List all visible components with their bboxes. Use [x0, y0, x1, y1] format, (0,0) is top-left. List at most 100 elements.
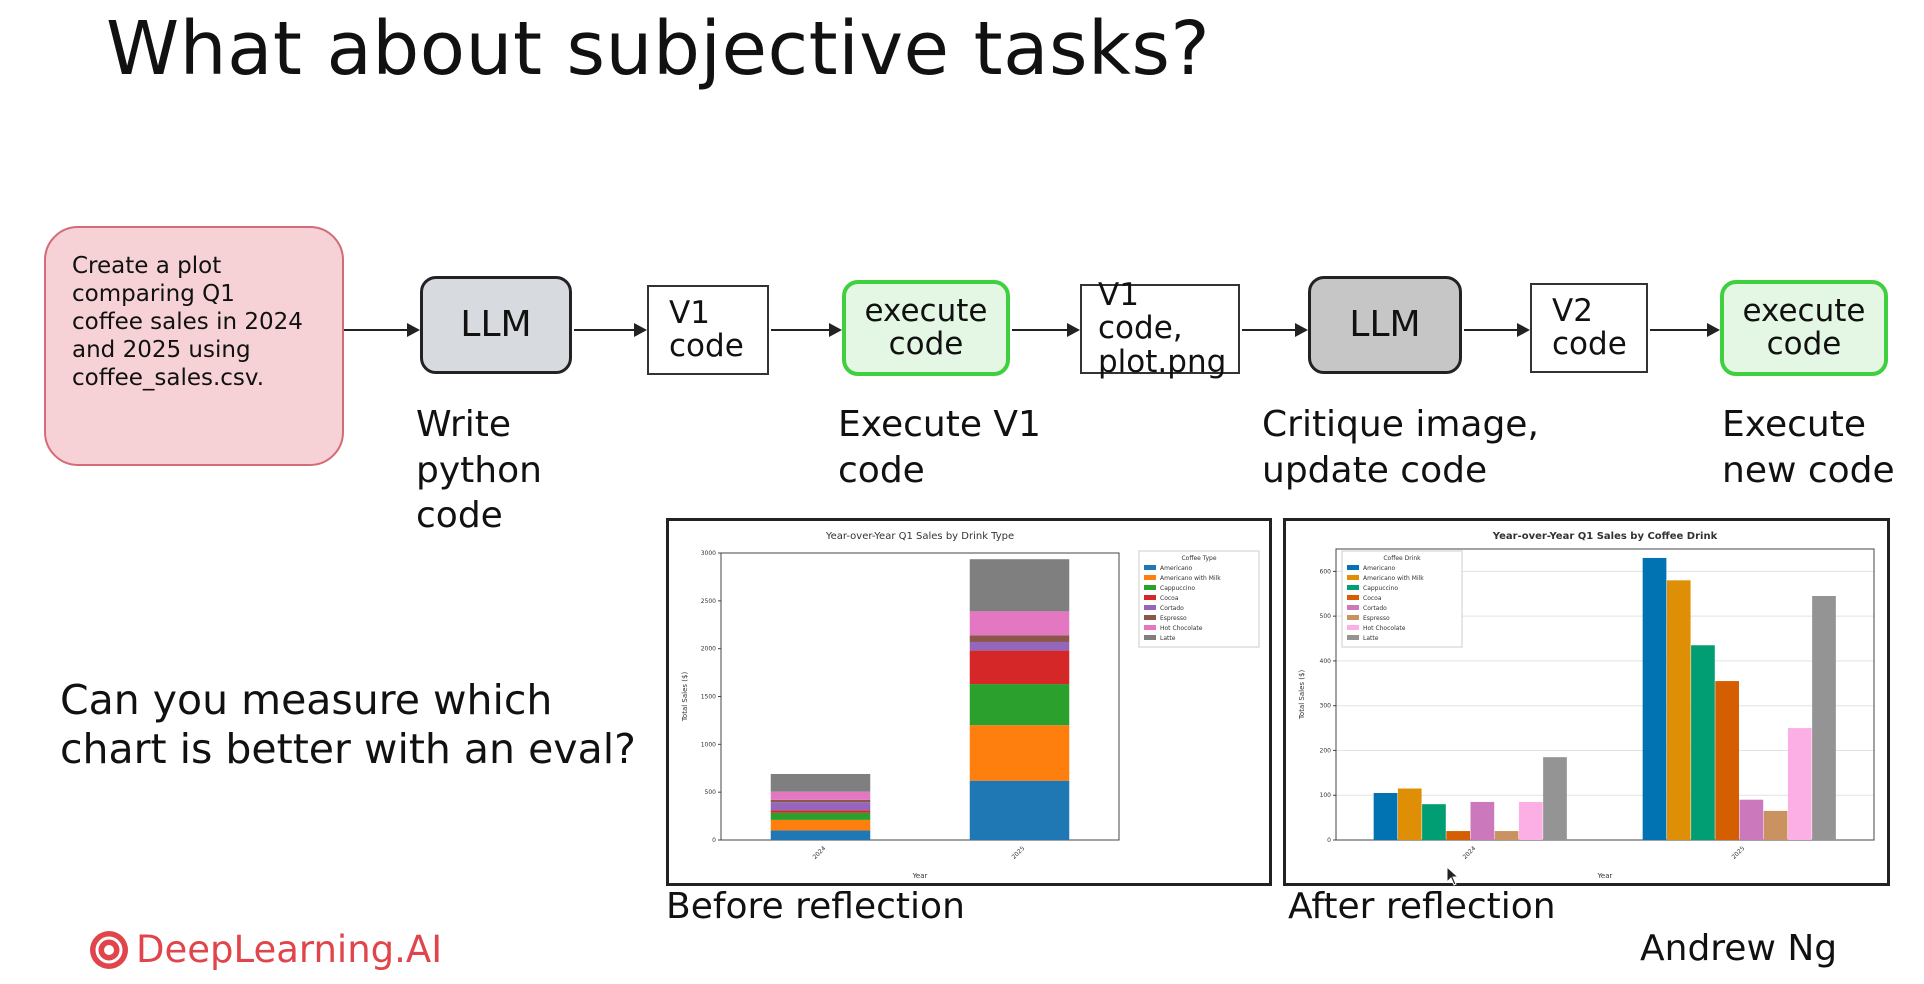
legend-swatch: [1144, 625, 1156, 630]
bar-segment: [969, 635, 1070, 642]
bar: [1518, 801, 1543, 840]
y-axis-label: Total Sales ($): [681, 672, 689, 723]
y-tick-label: 500: [1320, 613, 1332, 620]
x-tick-label: 2024: [812, 845, 828, 861]
caption-write-python-code: Write python code: [416, 402, 542, 539]
legend-swatch: [1144, 595, 1156, 600]
legend-swatch: [1144, 605, 1156, 610]
after-chart: Year-over-Year Q1 Sales by Coffee Drink0…: [1298, 531, 1875, 880]
bar-segment: [969, 780, 1070, 840]
legend-label: Cappuccino: [1160, 585, 1195, 592]
legend-label: Espresso: [1160, 615, 1187, 622]
caption-line: update code: [1262, 449, 1488, 491]
caption-line: new code: [1722, 449, 1895, 491]
legend-label: Latte: [1363, 635, 1379, 642]
v1-code-plot-box: V1 code, plot.png: [1080, 278, 1240, 379]
bar: [1715, 681, 1739, 840]
legend-swatch: [1347, 615, 1359, 620]
bar-segment: [770, 799, 871, 803]
caption-line: Execute: [1722, 404, 1866, 445]
x-tick-label: 2025: [1011, 845, 1027, 861]
prompt-line: coffee sales in 2024: [72, 309, 303, 336]
bar-segment: [969, 650, 1070, 685]
flow-arrow: [1650, 323, 1720, 337]
y-axis-label: Total Sales ($): [1298, 670, 1306, 721]
prompt-line: and 2025 using: [72, 337, 251, 364]
exec-line: code: [1766, 326, 1842, 362]
llm-box-2: LLM: [1308, 276, 1462, 374]
x-tick-label: 2025: [1731, 845, 1747, 861]
bar-segment: [770, 819, 871, 831]
plot-frame: [1335, 548, 1875, 841]
y-tick-label: 100: [1320, 792, 1332, 799]
y-tick-label: 300: [1320, 703, 1332, 710]
prompt-line: coffee_sales.csv.: [72, 365, 265, 392]
execute-code-box-1: execute code: [842, 280, 1010, 376]
y-tick-label: 2000: [701, 646, 716, 653]
caption-critique: Critique image, update code: [1262, 402, 1539, 493]
mouse-cursor-icon: [1446, 866, 1460, 886]
v1-code-line: code: [669, 328, 744, 364]
llm-box-1: LLM: [420, 276, 572, 374]
legend-label: Americano with Milk: [1363, 575, 1424, 582]
x-tick-label: 2024: [1462, 845, 1478, 861]
legend-swatch: [1347, 575, 1359, 580]
flow-arrow: [574, 323, 647, 337]
v2-code-line: code: [1552, 326, 1627, 362]
x-axis-label: Year: [1597, 872, 1613, 880]
v1-code-line: V1: [669, 294, 710, 331]
legend-label: Hot Chocolate: [1363, 625, 1406, 632]
y-tick-label: 400: [1320, 658, 1332, 665]
deeplearning-ai-logo: DeepLearning.AI: [88, 928, 442, 971]
y-tick-label: 200: [1320, 747, 1332, 754]
prompt-line: Create a plot: [72, 253, 222, 279]
caption-line: code: [838, 449, 925, 491]
plot-frame: [720, 552, 1120, 841]
bar-segment: [770, 773, 871, 792]
legend-label: Cappuccino: [1363, 585, 1398, 592]
bar-segment: [969, 725, 1070, 781]
slide-title: What about subjective tasks?: [106, 6, 1211, 92]
bar: [1812, 596, 1836, 840]
legend-label: Espresso: [1363, 615, 1390, 622]
flow-arrow: [771, 323, 842, 337]
prompt-text: Create a plot comparing Q1 coffee sales …: [72, 252, 303, 392]
y-tick-label: 600: [1320, 568, 1332, 575]
bar: [1494, 831, 1519, 840]
legend-label: Cocoa: [1160, 595, 1179, 602]
legend-swatch: [1144, 635, 1156, 640]
bar-segment: [969, 684, 1070, 726]
logo-text: DeepLearning.AI: [136, 928, 443, 971]
before-reflection-label: Before reflection: [666, 886, 965, 927]
x-axis-label: Year: [912, 872, 928, 880]
legend-swatch: [1347, 625, 1359, 630]
caption-line: Execute V1: [838, 404, 1041, 445]
bar: [1543, 757, 1567, 840]
legend-swatch: [1144, 585, 1156, 590]
legend-label: Hot Chocolate: [1160, 625, 1203, 632]
flow-arrow: [344, 323, 420, 337]
caption-line: Write: [416, 404, 512, 445]
bar: [1642, 557, 1667, 840]
flow-arrow: [1012, 323, 1080, 337]
prompt-line: comparing Q1: [72, 281, 235, 308]
chart-title: Year-over-Year Q1 Sales by Drink Type: [825, 531, 1014, 542]
author-name: Andrew Ng: [1640, 928, 1838, 969]
legend-label: Cocoa: [1363, 595, 1382, 602]
before-chart: Year-over-Year Q1 Sales by Drink Type050…: [681, 531, 1260, 880]
caption-line: code: [416, 495, 503, 537]
bar: [1470, 801, 1495, 840]
legend-swatch: [1144, 615, 1156, 620]
exec-line: code: [888, 326, 964, 362]
bar: [1763, 810, 1788, 840]
bar-segment: [770, 810, 871, 813]
bar: [1739, 799, 1764, 840]
v2-code-line: V2: [1552, 292, 1593, 329]
bar-segment: [770, 791, 871, 800]
bar: [1691, 645, 1715, 840]
y-tick-label: 0: [1327, 837, 1331, 844]
legend-swatch: [1347, 605, 1359, 610]
flow-arrow: [1242, 323, 1308, 337]
